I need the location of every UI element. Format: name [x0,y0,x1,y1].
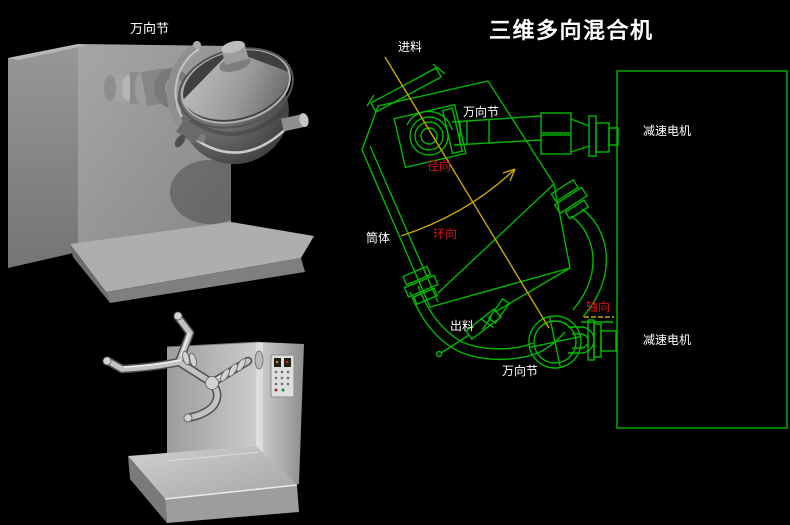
label-gear-motor-bottom: 减速电机 [643,333,692,347]
label-gear-motor-top: 减速电机 [643,124,692,138]
motor-box [616,70,788,429]
label-axial: 轴向 [586,300,611,314]
pot-shadow [170,160,250,224]
discharge-pipe [435,297,511,358]
label-ring-direction: 环向 [433,227,458,241]
drive-shaft-top [451,112,619,157]
pot-trunnion-left [175,120,202,145]
cradle-yoke [409,208,608,361]
drive-shaft-bottom [568,319,617,361]
universal-joint-bottom [528,315,582,369]
ring-rotation-arc [400,168,516,237]
mixing-pot [167,40,309,165]
feed-chute [366,63,446,113]
label-universal-joint-photo: 万向节 [130,22,170,37]
machine-base-left [128,456,167,523]
cradle-arms [102,311,264,423]
label-cylinder-body: 筒体 [366,231,391,245]
mixer-3d-render [8,40,314,303]
mixer-photo-render [102,311,304,523]
label-universal-joint-bottom: 万向节 [502,364,539,378]
machine-base-top [128,446,297,499]
radial-axis-line [384,56,550,329]
base-front [106,258,305,303]
trunnion-left [402,265,439,306]
rotation-axes [384,56,614,329]
base-left [70,244,110,303]
control-panel [270,354,295,398]
cabinet-left-face [8,44,78,268]
trunnion-right [550,178,590,220]
label-radial: 径向 [427,159,452,173]
label-discharge: 出料 [450,319,475,333]
page-title: 三维多向混合机 [489,19,654,44]
base-top [70,222,314,292]
machine-base-front [165,485,299,523]
cabinet-top-edge [8,44,88,60]
label-universal-joint-top: 万向节 [463,105,500,119]
diagram-drawing [361,63,788,429]
label-feed-inlet: 进料 [398,40,423,54]
pot-lid-cone [183,56,290,120]
universal-joint-top [393,103,467,169]
